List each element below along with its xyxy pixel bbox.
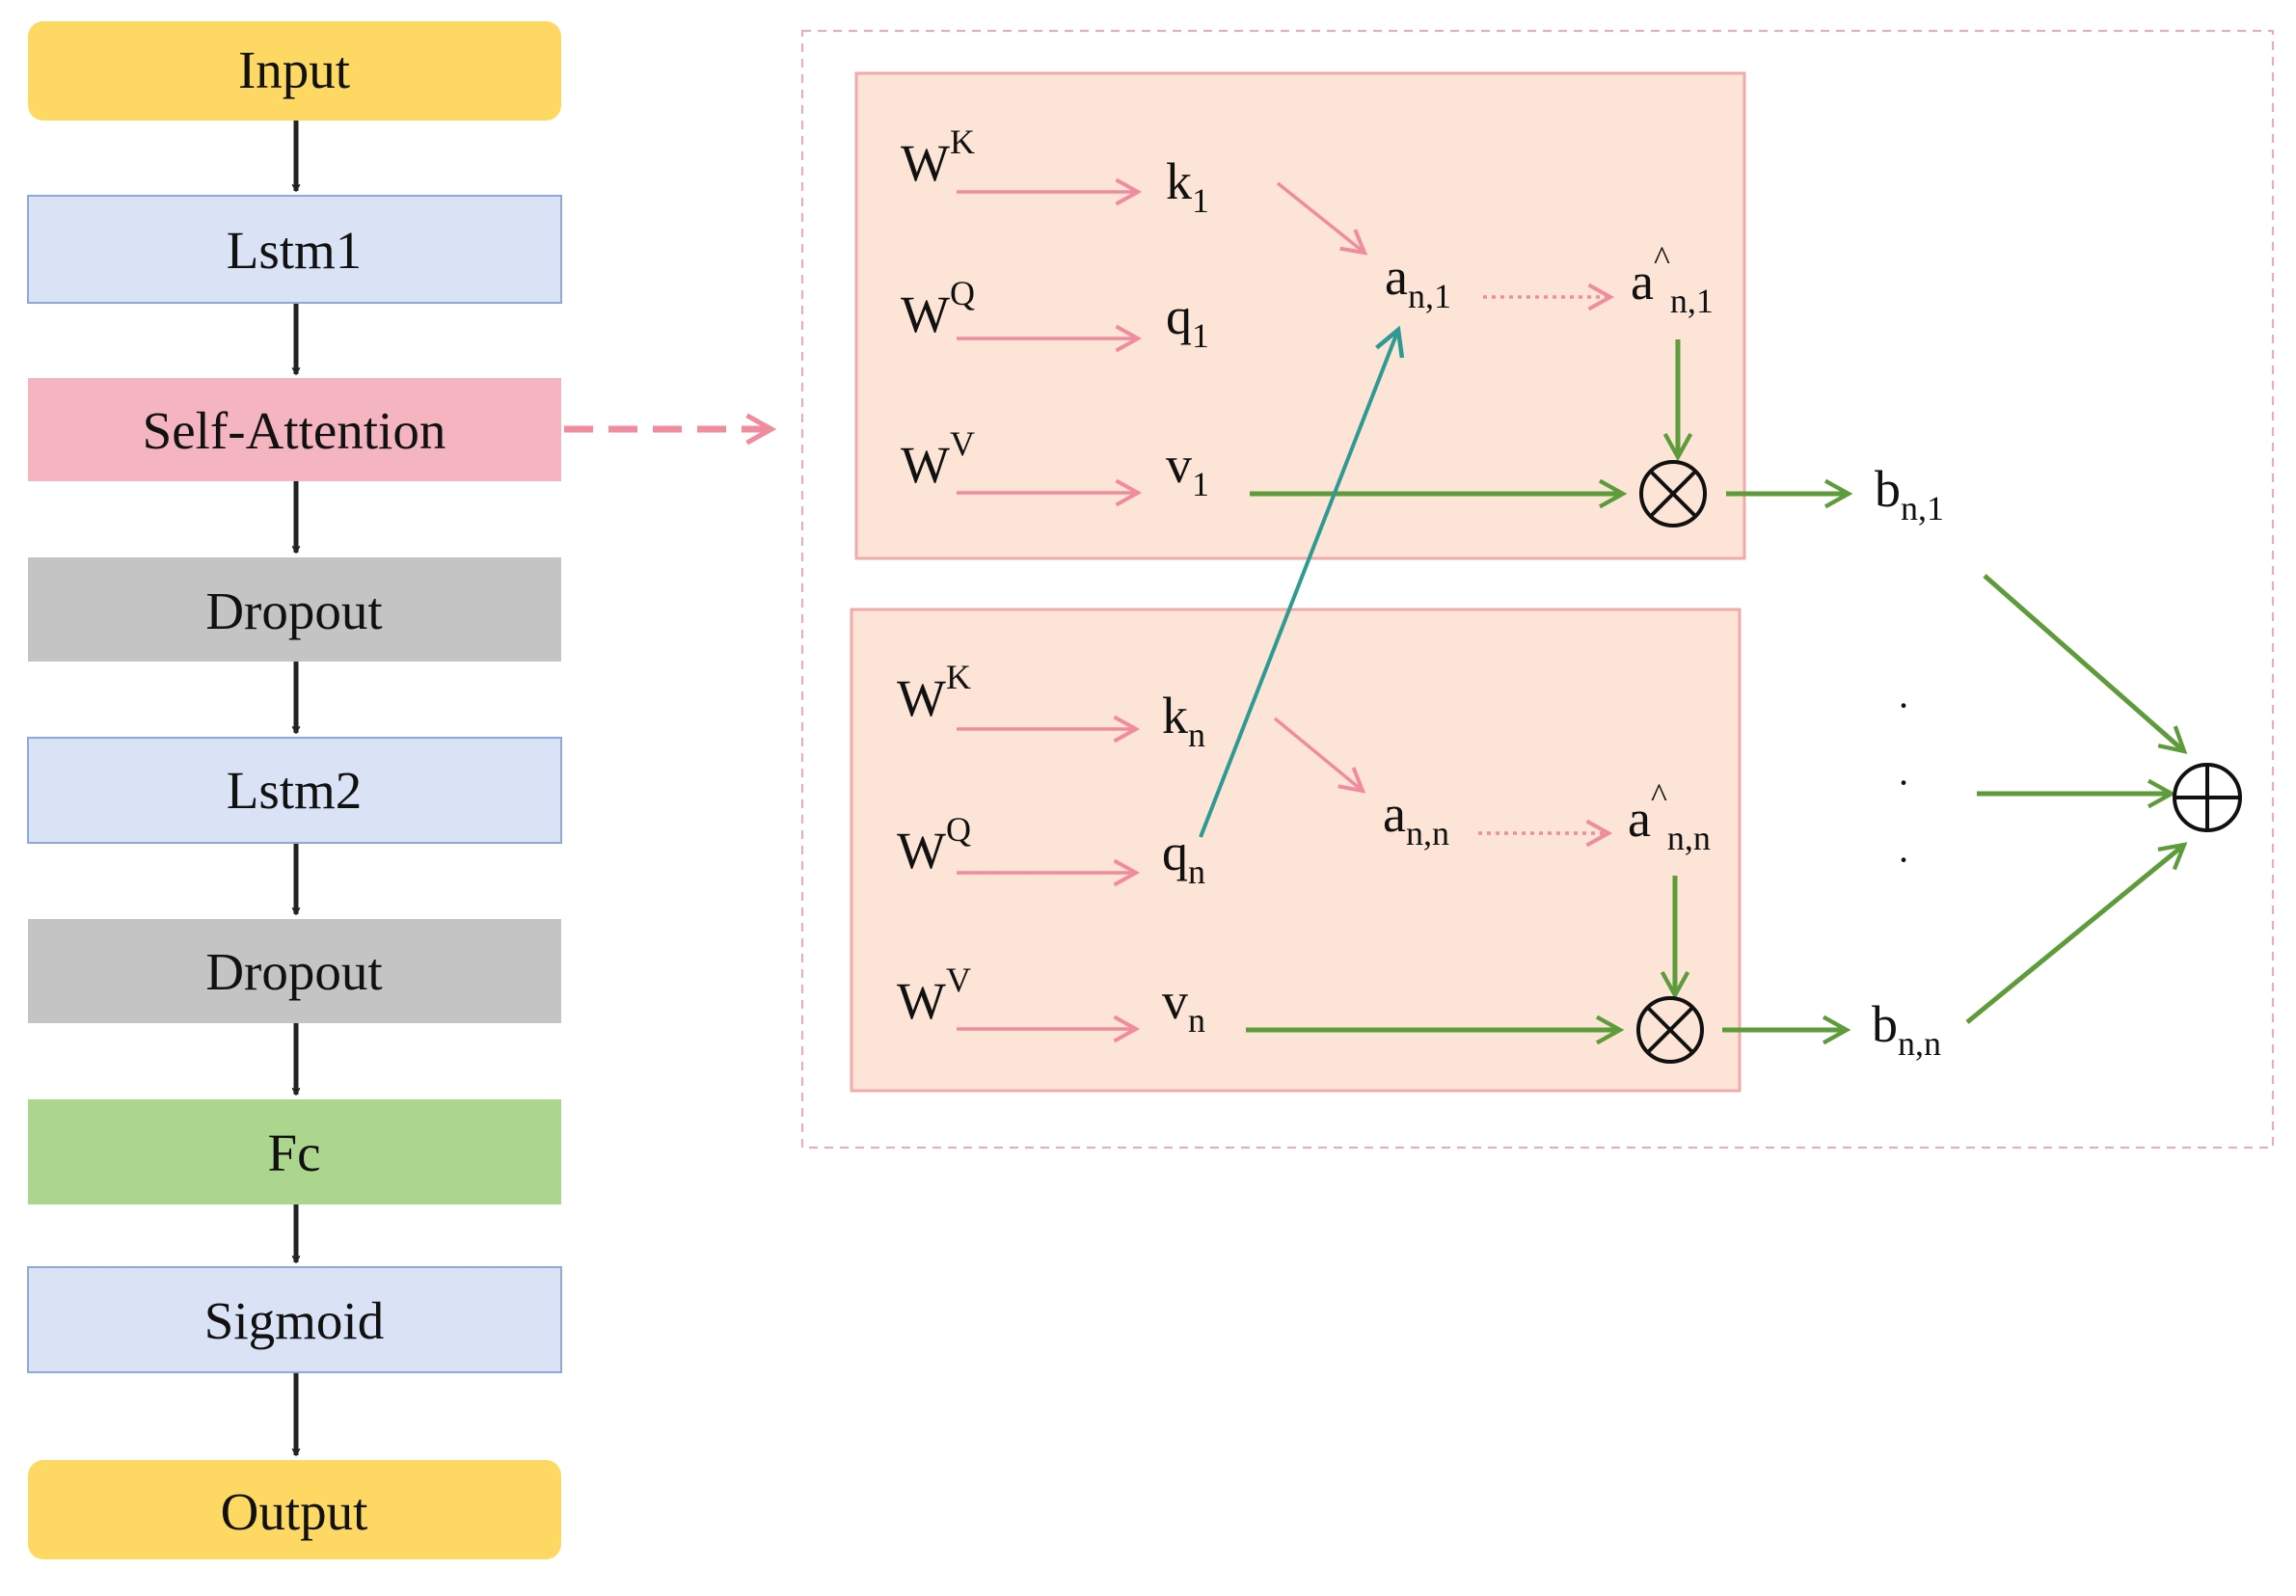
arrow-kn-ann bbox=[1273, 717, 1366, 794]
multiply-operator-n bbox=[1636, 996, 1704, 1064]
pipeline: Input Lstm1 Self-Attention Dropout Lstm2… bbox=[27, 21, 562, 1559]
layer-self-attention: Self-Attention bbox=[28, 378, 561, 481]
weight-q-n: WQ bbox=[897, 810, 971, 879]
value-1: v1 bbox=[1166, 436, 1209, 503]
layer-output: Output bbox=[28, 1460, 561, 1559]
layer-fc-label: Fc bbox=[268, 1123, 321, 1182]
query-1: q1 bbox=[1166, 287, 1209, 355]
score-hat-n1: a^n,1 bbox=[1631, 239, 1714, 320]
layer-output-label: Output bbox=[221, 1482, 368, 1541]
layer-input-label: Input bbox=[238, 41, 350, 99]
value-n: vn bbox=[1162, 972, 1205, 1040]
output-bn1: bn,1 bbox=[1875, 460, 1944, 527]
layer-sigmoid: Sigmoid bbox=[27, 1266, 562, 1373]
arrow-k1-an1 bbox=[1276, 181, 1368, 256]
weight-k-1: WK bbox=[901, 122, 975, 192]
arrow-bn1-sum bbox=[1983, 574, 2188, 754]
score-hat-nn: a^n,n bbox=[1628, 776, 1711, 857]
layer-lstm2: Lstm2 bbox=[27, 737, 562, 844]
layer-fc: Fc bbox=[28, 1099, 561, 1204]
attention-block-1 bbox=[854, 71, 1746, 560]
layer-dropout1: Dropout bbox=[28, 557, 561, 662]
layer-lstm2-label: Lstm2 bbox=[227, 761, 363, 820]
score-n1: an,1 bbox=[1385, 248, 1451, 315]
multiply-operator-1 bbox=[1639, 460, 1707, 527]
layer-dropout1-label: Dropout bbox=[205, 582, 382, 640]
weight-v-n: WV bbox=[897, 960, 971, 1030]
weight-q-1: WQ bbox=[901, 274, 975, 343]
output-bnn: bn,n bbox=[1872, 995, 1941, 1063]
key-1: k1 bbox=[1166, 152, 1209, 220]
layer-sigmoid-label: Sigmoid bbox=[204, 1291, 384, 1350]
weight-v-1: WV bbox=[901, 424, 975, 494]
score-nn: an,n bbox=[1383, 785, 1449, 852]
ellipsis-dot-2: · bbox=[1897, 761, 1909, 804]
key-n: kn bbox=[1162, 687, 1205, 754]
layer-self-attention-label: Self-Attention bbox=[143, 401, 446, 460]
ellipsis-dot-3: · bbox=[1897, 838, 1909, 881]
layer-dropout2: Dropout bbox=[28, 919, 561, 1023]
sum-operator bbox=[2173, 763, 2242, 832]
query-n: qn bbox=[1162, 824, 1205, 891]
arrow-bnn-sum bbox=[1965, 842, 2188, 1024]
layer-dropout2-label: Dropout bbox=[205, 942, 382, 1001]
layer-input: Input bbox=[28, 21, 561, 121]
layer-lstm1-label: Lstm1 bbox=[227, 221, 363, 280]
attention-block-n bbox=[850, 608, 1742, 1093]
weight-k-n: WK bbox=[897, 658, 971, 727]
arrow-qn-an1 bbox=[1199, 325, 1405, 838]
ellipsis-dot-1: · bbox=[1897, 684, 1909, 727]
layer-lstm1: Lstm1 bbox=[27, 195, 562, 304]
attention-detail-panel bbox=[801, 30, 2274, 1149]
